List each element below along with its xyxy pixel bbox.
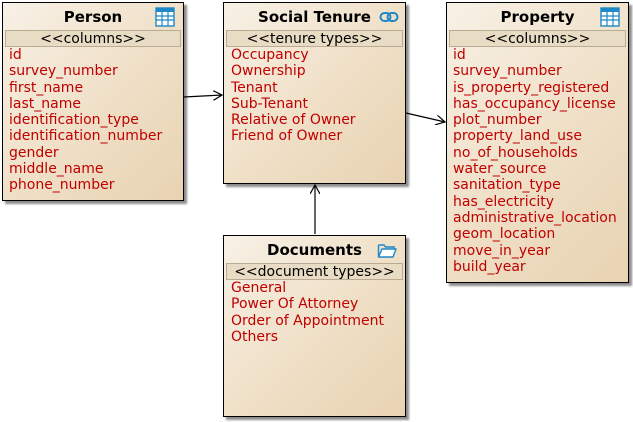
property-field[interactable]: geom_location — [453, 226, 556, 243]
social-tenure-entity[interactable]: Social Tenure <<tenure types>> Occupancy… — [223, 2, 406, 184]
property-field[interactable]: property_land_use — [453, 128, 582, 145]
property-field[interactable]: administrative_location — [453, 209, 617, 226]
property-title: Property — [500, 8, 575, 26]
property-field[interactable]: no_of_households — [453, 144, 578, 161]
folder-icon — [377, 240, 397, 260]
documents-title: Documents — [267, 241, 362, 259]
person-stereotype: <<columns>> — [5, 30, 181, 47]
documents-stereotype: <<document types>> — [226, 263, 403, 280]
property-field[interactable]: has_occupancy_license — [453, 95, 616, 112]
person-entity[interactable]: Person <<columns>> id survey_number firs… — [2, 2, 184, 201]
property-field[interactable]: build_year — [453, 258, 526, 275]
person-field[interactable]: last_name — [9, 95, 81, 112]
property-field[interactable]: has_electricity — [453, 193, 555, 210]
person-field[interactable]: survey_number — [9, 63, 118, 80]
tenure-type[interactable]: Friend of Owner — [231, 128, 343, 145]
person-field[interactable]: phone_number — [9, 177, 115, 194]
documents-items: General Power Of Attorney Order of Appoi… — [224, 280, 405, 345]
property-field[interactable]: move_in_year — [453, 242, 551, 259]
link-icon — [379, 7, 399, 27]
table-icon — [155, 7, 175, 27]
person-items: id survey_number first_name last_name id… — [3, 47, 183, 194]
document-type[interactable]: Others — [231, 328, 279, 345]
documents-entity[interactable]: Documents <<document types>> General Pow… — [223, 235, 406, 417]
property-field[interactable]: survey_number — [453, 63, 562, 80]
table-icon — [600, 7, 620, 27]
document-type[interactable]: Power Of Attorney — [231, 296, 359, 313]
tenure-items: Occupancy Ownership Tenant Sub-Tenant Re… — [224, 47, 405, 145]
property-stereotype: <<columns>> — [449, 30, 626, 47]
person-field[interactable]: id — [9, 47, 22, 63]
tenure-type[interactable]: Ownership — [231, 63, 306, 80]
person-field[interactable]: identification_number — [9, 128, 163, 145]
property-field[interactable]: plot_number — [453, 112, 542, 129]
document-type[interactable]: General — [231, 280, 287, 296]
person-title: Person — [63, 8, 123, 26]
tenure-title: Social Tenure — [258, 8, 371, 26]
property-items: id survey_number is_property_registered … — [447, 47, 628, 275]
person-field[interactable]: middle_name — [9, 161, 104, 178]
property-field[interactable]: id — [453, 47, 466, 63]
tenure-type[interactable]: Tenant — [231, 79, 278, 96]
tenure-type[interactable]: Occupancy — [231, 47, 309, 63]
property-field[interactable]: is_property_registered — [453, 79, 610, 96]
property-field[interactable]: sanitation_type — [453, 177, 561, 194]
property-entity[interactable]: Property <<columns>> id survey_number is… — [446, 2, 629, 283]
document-type[interactable]: Order of Appointment — [231, 312, 384, 329]
person-to-tenure-arrow — [183, 95, 222, 97]
property-field[interactable]: water_source — [453, 161, 547, 178]
tenure-stereotype: <<tenure types>> — [226, 30, 403, 47]
tenure-to-property-arrow — [405, 112, 445, 122]
person-field[interactable]: first_name — [9, 79, 84, 96]
person-field[interactable]: identification_type — [9, 112, 139, 129]
tenure-type[interactable]: Sub-Tenant — [231, 95, 309, 112]
person-field[interactable]: gender — [9, 144, 59, 161]
tenure-type[interactable]: Relative of Owner — [231, 112, 356, 129]
